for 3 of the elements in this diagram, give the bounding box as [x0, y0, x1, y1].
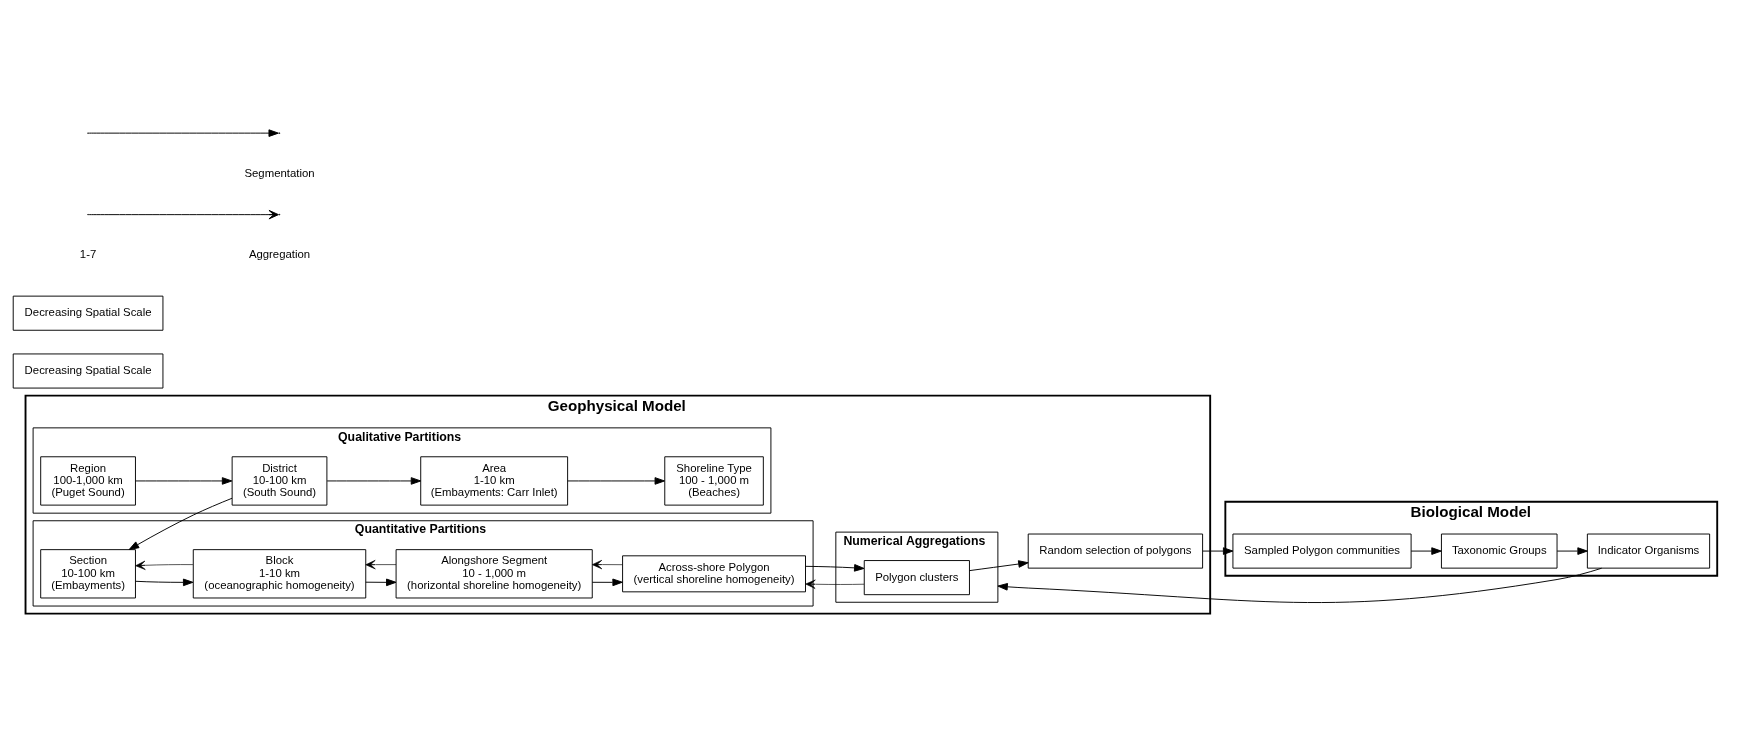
legend-label: Aggregation: [248, 248, 311, 261]
legend-label: Segmentation: [244, 166, 315, 179]
label: 1-7: [79, 248, 97, 261]
